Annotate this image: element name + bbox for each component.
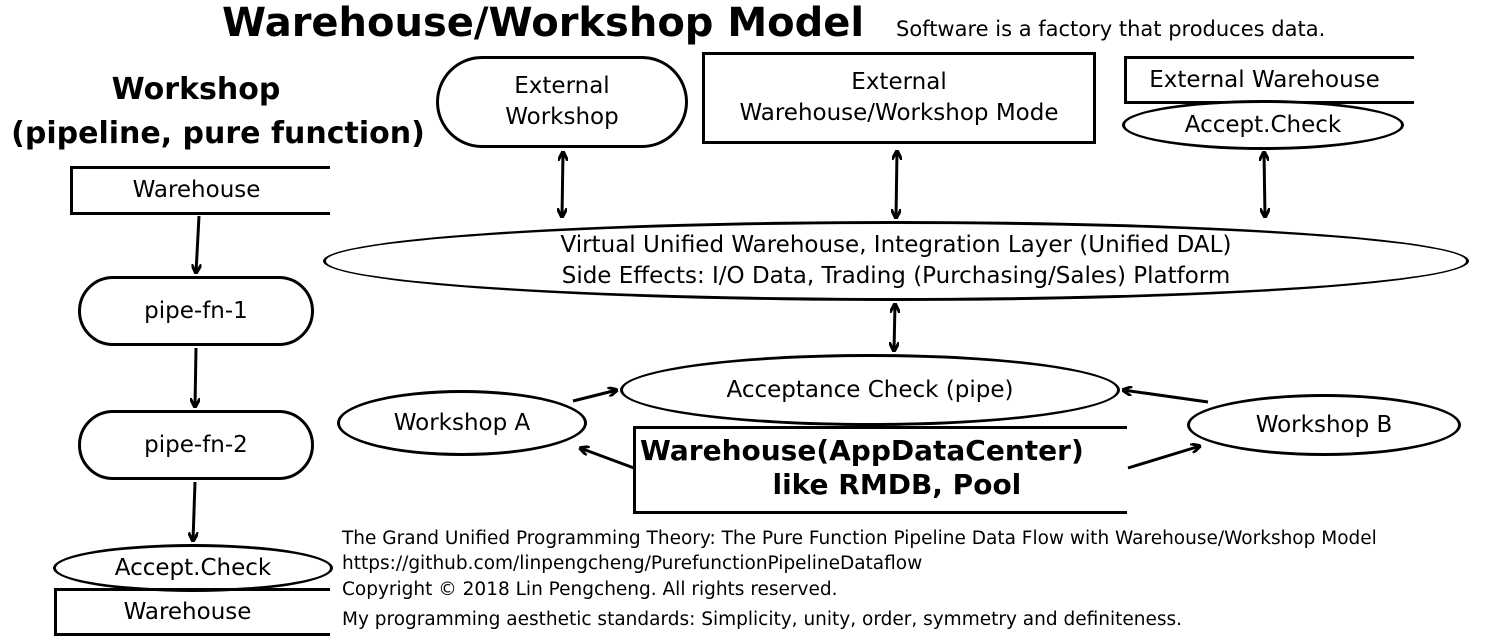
integration-layer: Virtual Unified Warehouse, Integration L… [323,221,1469,301]
app-data-center-line-2: like RMDB, Pool [772,468,1022,501]
external-accept-check-node: Accept.Check [1122,100,1404,150]
workshop-heading: Workshop [111,72,281,107]
pipe-fn-1-label: pipe-fn-1 [144,297,248,324]
workshop-a-label: Workshop A [393,409,531,436]
footer-url: https://github.com/linpengcheng/Purefunc… [342,553,923,574]
acceptance-check-pipe: Acceptance Check (pipe) [620,354,1120,426]
external-workshop-node: External Workshop [436,56,688,148]
arrow-warehouse-to-workshop-b [1127,446,1200,470]
page-subtitle: Software is a factory that produces data… [896,17,1326,41]
arrow-external-model-integration [896,151,897,218]
integration-line-1: Virtual Unified Warehouse, Integration L… [560,232,1232,258]
arrow-pipe1-to-pipe2 [195,347,196,407]
footer-copyright: Copyright © 2018 Lin Pengcheng. All righ… [342,579,838,600]
arrow-integration-acceptance [894,304,895,351]
pipe-fn-2-node: pipe-fn-2 [78,410,314,480]
footer-aesthetic: My programming aesthetic standards: Simp… [342,609,1183,630]
arrow-pipe2-to-accept [193,481,195,541]
arrow-warehouse-to-workshop-a [580,448,635,470]
workshop-b-label: Workshop B [1255,411,1393,438]
arrow-workshop-a-to-acceptance [572,390,617,403]
left-top-warehouse-label: Warehouse [132,177,261,203]
footer-theory: The Grand Unified Programming Theory: Th… [342,528,1377,549]
arrow-workshop-b-to-acceptance [1123,390,1209,404]
external-accept-check-label: Accept.Check [1184,111,1342,138]
acceptance-check-label: Acceptance Check (pipe) [726,376,1014,403]
left-top-warehouse: Warehouse [70,166,330,215]
left-bottom-warehouse-label: Warehouse [123,598,252,625]
left-accept-check: Accept.Check [53,544,333,592]
arrow-external-warehouse-integration [1264,152,1265,217]
pipe-fn-1-node: pipe-fn-1 [78,276,314,346]
arrow-warehouse-to-pipe1 [196,215,199,273]
left-bottom-warehouse: Warehouse [54,588,330,636]
external-warehouse-label: External Warehouse [1149,66,1380,93]
external-model-label: External Warehouse/Workshop Mode [739,69,1059,126]
left-accept-check-label: Accept.Check [114,554,272,581]
app-data-center-warehouse: Warehouse(AppDataCenter) like RMDB, Pool [633,426,1127,514]
arrow-external-workshop-integration [562,152,563,217]
external-workshop-label: External Workshop [505,73,619,130]
external-model-node: External Warehouse/Workshop Mode [702,52,1096,144]
integration-line-2: Side Effects: I/O Data, Trading (Purchas… [561,263,1231,289]
workshop-heading-subtitle: (pipeline, pure function) [11,116,425,151]
page-title: Warehouse/Workshop Model [222,0,865,46]
workshop-a-node: Workshop A [337,390,587,456]
workshop-b-node: Workshop B [1187,394,1461,456]
app-data-center-line-1: Warehouse(AppDataCenter) [640,434,1084,467]
pipe-fn-2-label: pipe-fn-2 [144,431,248,458]
